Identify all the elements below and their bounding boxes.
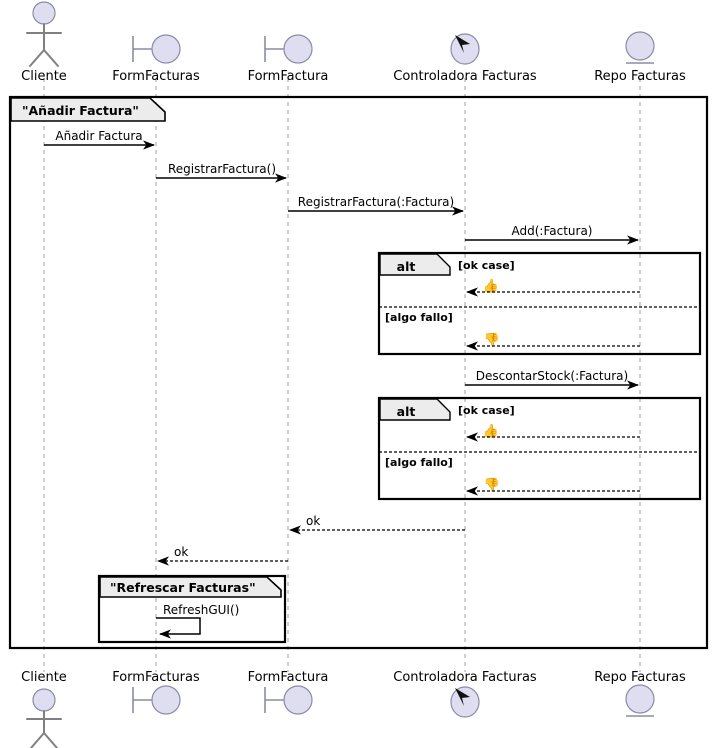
boundary-circle-icon (283, 685, 313, 715)
message-descontarstock[interactable]: DescontarStock(:Factura) (465, 369, 639, 390)
boundary-circle-icon (151, 34, 181, 64)
message-ok-thumbsup-stock[interactable]: 👍 (466, 423, 640, 442)
alt-guard-ok: [ok case] (458, 404, 515, 417)
participant-foot-cliente[interactable]: Cliente (21, 670, 67, 748)
boundary-circle-icon (283, 34, 313, 64)
message-label: Añadir Factura (55, 129, 142, 143)
message-registrarfactura-factura[interactable]: RegistrarFactura(:Factura) (288, 195, 464, 216)
frame-title-anadir-factura: "Añadir Factura" (22, 103, 139, 118)
participant-label-formfactura: FormFactura (248, 69, 329, 84)
message-label: ok (174, 545, 188, 559)
actor-leg-left-icon (29, 49, 45, 67)
thumbs-down-icon: 👎 (484, 477, 500, 493)
alt-guard-fail: [algo fallo] (385, 456, 453, 469)
entity-circle-icon (625, 684, 655, 714)
participant-foot-repo[interactable]: Repo Facturas (594, 670, 686, 717)
message-registrarfactura[interactable]: RegistrarFactura() (156, 162, 287, 183)
message-label: Add(:Factura) (512, 224, 593, 238)
thumbs-up-icon: 👍 (483, 423, 499, 439)
thumbs-down-icon: 👎 (484, 332, 500, 348)
message-anadir-factura[interactable]: Añadir Factura (44, 129, 155, 150)
message-add-factura[interactable]: Add(:Factura) (465, 224, 639, 245)
participant-label-cliente: Cliente (21, 69, 67, 84)
actor-head-icon (32, 1, 56, 25)
message-label: RefreshGUI() (163, 603, 239, 617)
participant-head-formfacturas[interactable]: FormFacturas (112, 34, 200, 84)
actor-head-icon (32, 688, 56, 712)
message-label: ok (306, 514, 320, 528)
participant-label-cliente: Cliente (21, 670, 67, 685)
participant-foot-controladora[interactable]: Controladora Facturas (393, 670, 537, 718)
control-arrow-icon (455, 688, 470, 706)
frame-border (8, 95, 709, 650)
alt-label-tab (379, 253, 451, 276)
actor-leg-right-icon (43, 49, 59, 67)
participant-label-repo: Repo Facturas (594, 670, 686, 685)
participant-label-repo: Repo Facturas (594, 69, 686, 84)
participant-head-repo[interactable]: Repo Facturas (594, 31, 686, 84)
participant-label-controladora: Controladora Facturas (393, 670, 537, 685)
control-circle-icon (450, 33, 480, 65)
participant-foot-formfacturas[interactable]: FormFacturas (112, 670, 200, 715)
participant-label-controladora: Controladora Facturas (393, 69, 537, 84)
alt-block-descontar-stock: alt [ok case] [algo fallo] (377, 396, 702, 501)
alt-block-add: alt [ok case] [algo fallo] (377, 251, 702, 356)
alt-guard-fail: [algo fallo] (385, 311, 453, 324)
thumbs-up-icon: 👍 (483, 278, 499, 294)
lifelines-group (43, 78, 641, 672)
frame-label-tab (10, 97, 166, 122)
control-arrow-icon (455, 35, 470, 53)
participant-label-formfacturas: FormFacturas (112, 670, 200, 685)
message-ok-thumbsup-add[interactable]: 👍 (466, 278, 640, 297)
message-ok-to-formfacturas[interactable]: ok (157, 545, 288, 566)
frame-border (97, 574, 287, 644)
participant-head-formfactura[interactable]: FormFactura (248, 34, 329, 84)
frame-refrescar-facturas: "Refrescar Facturas" RefreshGUI() (97, 574, 287, 644)
alt-border (377, 251, 702, 356)
boundary-circle-icon (151, 685, 181, 715)
participant-head-controladora[interactable]: Controladora Facturas (393, 33, 537, 84)
message-ok-to-formfactura[interactable]: ok (289, 514, 465, 535)
control-circle-icon (450, 686, 480, 718)
message-fail-thumbsdown-add[interactable]: 👎 (466, 332, 640, 351)
alt-keyword: alt (397, 259, 416, 274)
message-label: DescontarStock(:Factura) (476, 369, 628, 383)
self-message-loop (156, 617, 201, 639)
frame-label-tab (99, 576, 282, 598)
participant-label-formfactura: FormFactura (248, 670, 329, 685)
message-fail-thumbsdown-stock[interactable]: 👎 (466, 477, 640, 496)
actor-leg-left-icon (30, 732, 45, 748)
alt-keyword: alt (397, 404, 416, 419)
message-label: RegistrarFactura(:Factura) (298, 195, 454, 209)
frame-title-refrescar-facturas: "Refrescar Facturas" (110, 580, 256, 595)
alt-guard-ok: [ok case] (458, 259, 515, 272)
entity-circle-icon (625, 31, 655, 61)
participant-head-cliente[interactable]: Cliente (21, 1, 67, 84)
participant-label-formfacturas: FormFacturas (112, 69, 200, 84)
participant-foot-formfactura[interactable]: FormFactura (248, 670, 329, 715)
frame-anadir-factura: "Añadir Factura" (8, 95, 709, 650)
alt-label-tab (379, 398, 451, 421)
alt-border (377, 396, 702, 501)
actor-leg-right-icon (43, 732, 58, 748)
self-message-refreshgui[interactable]: RefreshGUI() (156, 603, 239, 639)
message-label: RegistrarFactura() (168, 162, 276, 176)
